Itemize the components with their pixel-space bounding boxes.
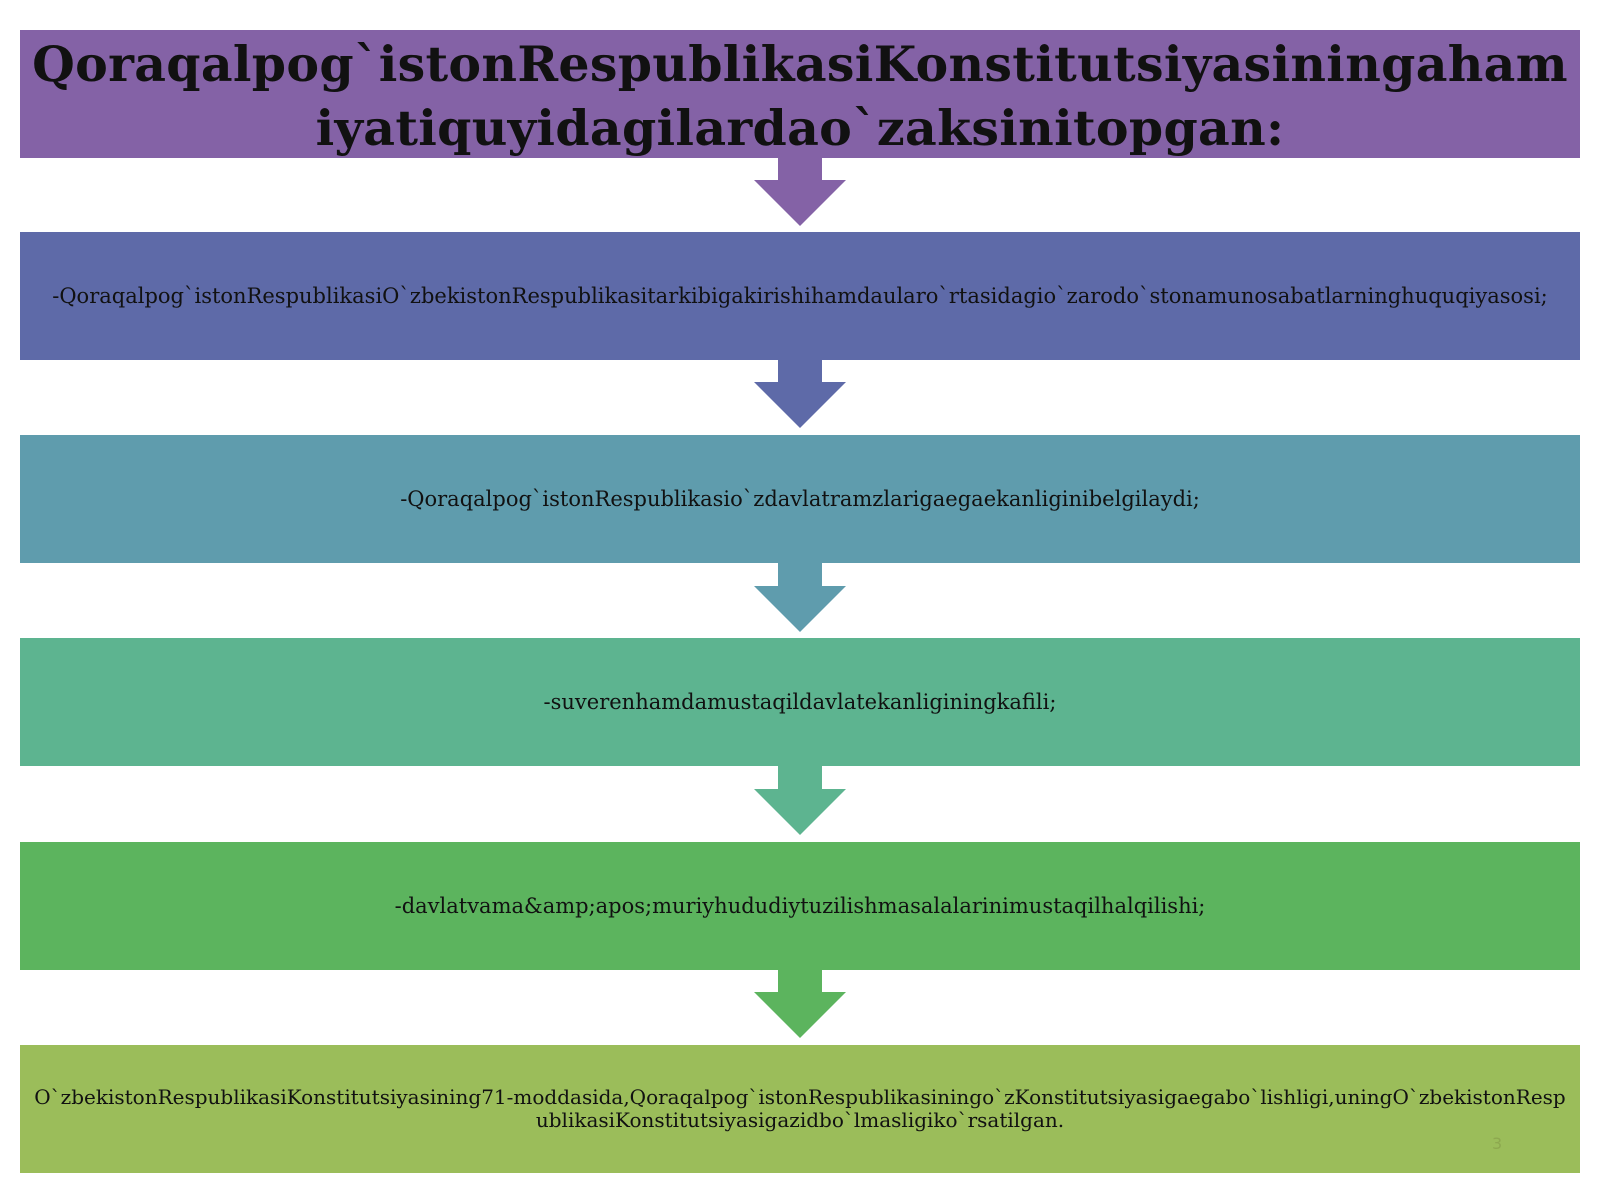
title-band: Qoraqalpog`istonRespublikasiKonstitutsiy… [20, 30, 1580, 158]
flow-arrow-3 [754, 560, 846, 632]
step-box-4: -davlatvama&amp;apos;muriyhududiytuzilis… [20, 842, 1580, 970]
step-box-3: -suverenhamdamustaqildavlatekanliginingk… [20, 638, 1580, 766]
step-text-4: -davlatvama&amp;apos;muriyhududiytuzilis… [394, 894, 1206, 918]
step-text-2: -Qoraqalpog`istonRespublikasio`zdavlatra… [400, 487, 1200, 511]
page-title: Qoraqalpog`istonRespublikasiKonstitutsiy… [32, 35, 1568, 157]
step-text-3: -suverenhamdamustaqildavlatekanliginingk… [543, 690, 1057, 714]
step-box-2: -Qoraqalpog`istonRespublikasio`zdavlatra… [20, 435, 1580, 563]
step-text-1: -Qoraqalpog`istonRespublikasiO`zbekiston… [52, 284, 1548, 308]
flow-arrow-1 [754, 154, 846, 226]
step-box-5: O`zbekistonRespublikasiKonstitutsiyasini… [20, 1045, 1580, 1173]
flow-arrow-5 [754, 966, 846, 1038]
flow-arrow-2 [754, 356, 846, 428]
flow-arrow-4 [754, 763, 846, 835]
page-number: 3 [1492, 1134, 1503, 1153]
step-box-1: -Qoraqalpog`istonRespublikasiO`zbekiston… [20, 232, 1580, 360]
step-text-5: O`zbekistonRespublikasiKonstitutsiyasini… [34, 1085, 1566, 1132]
